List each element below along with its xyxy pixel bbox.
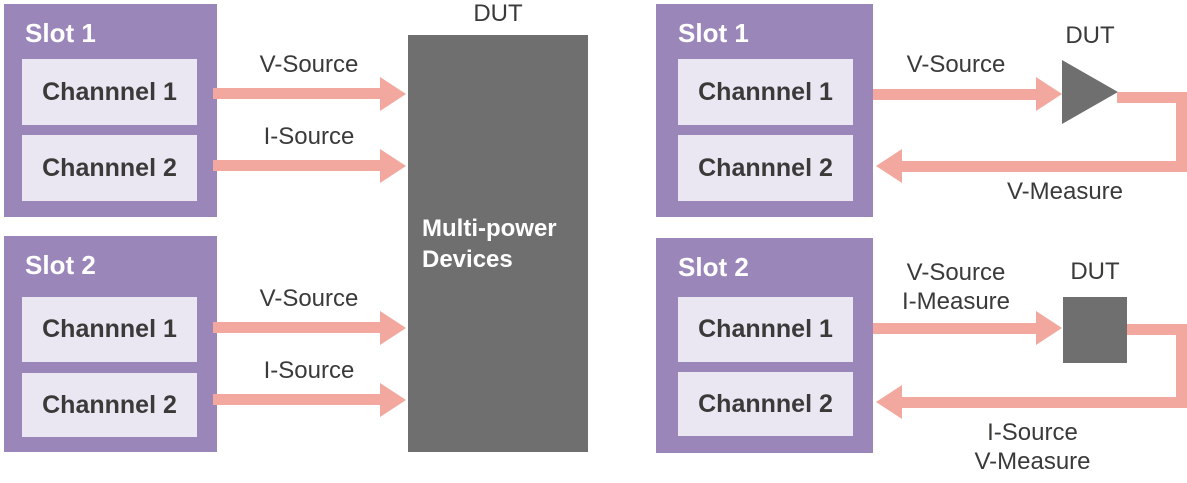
left-arrow1-shaft	[213, 88, 380, 99]
left-arrow2-shaft	[213, 160, 380, 171]
right-bottom-forward-label-line1: V-Source	[906, 259, 1006, 286]
left-dut-box: Multi-power Devices	[408, 35, 588, 452]
left-slot1-channel2-box: Channnel 2	[22, 135, 197, 201]
right-bottom-return-label: I-Source V-Measure	[925, 418, 1140, 476]
right-bottom-forward-shaft	[873, 323, 1036, 334]
right-bottom-return-seg3	[902, 397, 1187, 408]
right-top-forward-label: V-Source	[906, 51, 1006, 78]
right-bottom-return-seg2	[1176, 324, 1187, 408]
right-top-return-seg2	[1176, 92, 1187, 172]
right-top-forward-head-icon	[1036, 77, 1062, 111]
right-top-slot-title: Slot 1	[678, 18, 749, 48]
right-bottom-dut-caption: DUT	[1070, 258, 1120, 285]
right-bottom-return-label-line2: V-Measure	[974, 448, 1091, 475]
right-bottom-forward-label: V-Source I-Measure	[866, 258, 1046, 316]
left-arrow3-label: V-Source	[259, 285, 359, 312]
left-arrow4-shaft	[213, 394, 380, 405]
right-top-return-seg3	[902, 161, 1187, 172]
left-dut-name: Multi-power Devices	[422, 214, 557, 273]
left-arrow1-head-icon	[380, 77, 406, 111]
left-slot1-channel1-box: Channnel 1	[22, 59, 197, 125]
left-arrow4-head-icon	[380, 383, 406, 417]
right-top-return-head-icon	[876, 149, 902, 183]
right-bottom-channel1-box: Channnel 1	[678, 297, 853, 362]
left-slot2-channel1-box: Channnel 1	[22, 297, 197, 362]
right-bottom-dut-square-icon	[1063, 297, 1127, 363]
left-arrow3-shaft	[213, 322, 380, 333]
right-bottom-return-head-icon	[876, 385, 902, 419]
right-bottom-slot-box: Slot 2 Channnel 1 Channnel 2	[656, 238, 873, 453]
right-top-return-label: V-Measure	[1006, 178, 1124, 205]
right-top-return-seg1	[1117, 92, 1187, 103]
left-arrow1-label: V-Source	[259, 51, 359, 78]
left-slot1-title: Slot 1	[25, 18, 96, 48]
right-top-channel1-box: Channnel 1	[678, 59, 853, 125]
right-top-channel2-box: Channnel 2	[678, 135, 853, 201]
left-slot1-box: Slot 1 Channnel 1 Channnel 2	[4, 4, 217, 217]
right-bottom-slot-title: Slot 2	[678, 252, 749, 282]
left-arrow4-label: I-Source	[263, 357, 355, 384]
left-slot2-box: Slot 2 Channnel 1 Channnel 2	[4, 236, 217, 452]
right-bottom-forward-head-icon	[1036, 311, 1062, 345]
right-bottom-forward-label-line2: I-Measure	[901, 288, 1011, 315]
left-slot2-channel2-box: Channnel 2	[22, 373, 197, 437]
left-arrow2-head-icon	[380, 149, 406, 183]
right-top-forward-shaft	[873, 89, 1036, 100]
right-top-dut-triangle-icon	[1062, 60, 1118, 124]
right-top-slot-box: Slot 1 Channnel 1 Channnel 2	[656, 4, 873, 217]
right-top-dut-caption: DUT	[1065, 22, 1115, 49]
right-bottom-channel2-box: Channnel 2	[678, 372, 853, 436]
left-arrow3-head-icon	[380, 311, 406, 345]
right-bottom-return-seg1	[1127, 324, 1187, 335]
left-slot2-title: Slot 2	[25, 250, 96, 280]
left-arrow2-label: I-Source	[263, 123, 355, 150]
left-dut-caption: DUT	[473, 0, 523, 27]
right-bottom-return-label-line1: I-Source	[987, 419, 1078, 446]
